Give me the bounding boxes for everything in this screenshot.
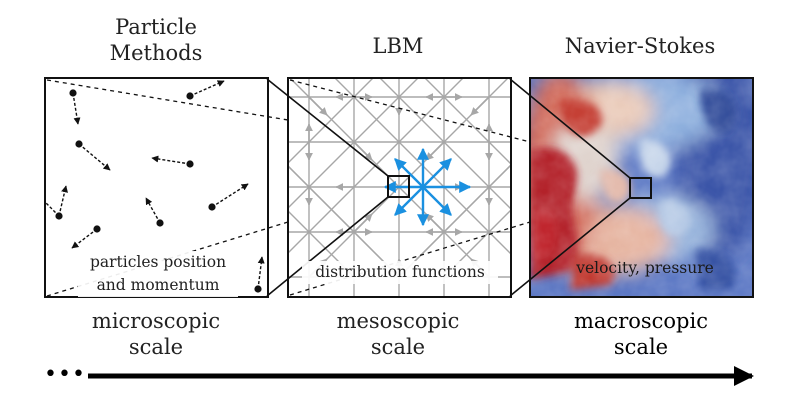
particle (254, 256, 265, 293)
particle (71, 225, 101, 249)
particles-label: particles position and momentum (78, 251, 238, 297)
navier-stokes-box (529, 77, 754, 298)
scale-label-microscopic: microscopic scale (91, 309, 221, 359)
distribution-functions-label: distribution functions (302, 261, 498, 284)
title-particle-methods: Particle Methods (109, 15, 203, 65)
zoom-line-solid (266, 196, 389, 297)
navier-stokes-panel (509, 77, 754, 298)
lbm-box (287, 77, 512, 298)
lbm-panel (266, 77, 531, 298)
zoom-line-dashed (46, 79, 289, 121)
ns-zoom-square (629, 177, 652, 199)
velocity-pressure-label: velocity, pressure (576, 259, 714, 277)
title-navier-stokes: Navier-Stokes (564, 34, 716, 58)
zoom-line-solid (509, 78, 631, 179)
particle (208, 183, 249, 211)
particle (151, 155, 194, 168)
particle (69, 89, 81, 125)
particle (75, 140, 111, 171)
zoom-line-solid (509, 197, 631, 297)
zoom-line-solid (266, 78, 389, 177)
scale-label-macroscopic: macroscopic scale (574, 309, 708, 359)
flow-field (530, 78, 753, 297)
title-lbm: LBM (372, 34, 424, 58)
particle (186, 80, 225, 100)
lbm-velocity-vectors (383, 147, 472, 227)
particles (45, 80, 265, 293)
scale-label-mesoscopic: mesoscopic scale (336, 309, 460, 359)
lbm-zoom-square (387, 175, 410, 198)
ellipsis-dots: ••• (44, 362, 86, 387)
particle (145, 197, 164, 227)
particle (45, 185, 68, 220)
zoom-line-dashed (289, 79, 531, 143)
